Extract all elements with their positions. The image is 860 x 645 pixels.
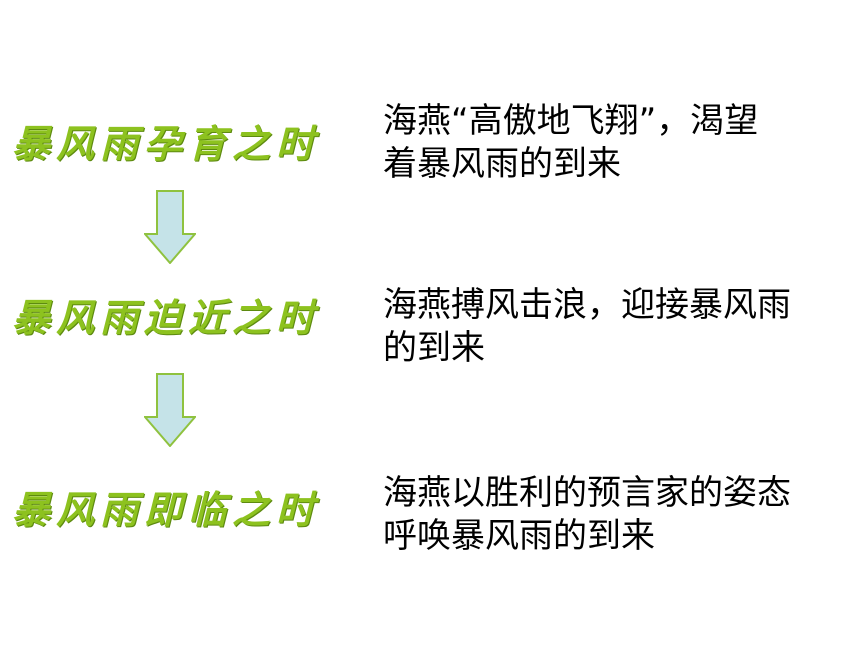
- stage-description-2-line-1: 海燕搏风击浪，迎接暴风雨: [383, 285, 791, 325]
- stage-label-3: 暴风雨即临之时: [12, 487, 321, 532]
- stage-description-2-line-2: 的到来: [383, 328, 485, 368]
- stage-description-3-line-2: 呼唤暴风雨的到来: [383, 516, 655, 556]
- stage-description-1-line-1: 海燕“高傲地飞翔”，渴望: [383, 101, 759, 141]
- stage-description-1: 海燕“高傲地飞翔”，渴望 着暴风雨的到来: [383, 100, 853, 186]
- down-arrow-icon: [144, 373, 196, 447]
- stage-label-1: 暴风雨孕育之时: [12, 121, 321, 166]
- stage-description-1-line-2: 着暴风雨的到来: [383, 144, 621, 184]
- stage-description-3-line-1: 海燕以胜利的预言家的姿态: [383, 473, 791, 513]
- stage-label-2: 暴风雨迫近之时: [12, 295, 321, 340]
- stage-description-2: 海燕搏风击浪，迎接暴风雨 的到来: [383, 284, 853, 370]
- down-arrow-icon: [144, 190, 196, 264]
- stage-description-3: 海燕以胜利的预言家的姿态 呼唤暴风雨的到来: [383, 472, 853, 558]
